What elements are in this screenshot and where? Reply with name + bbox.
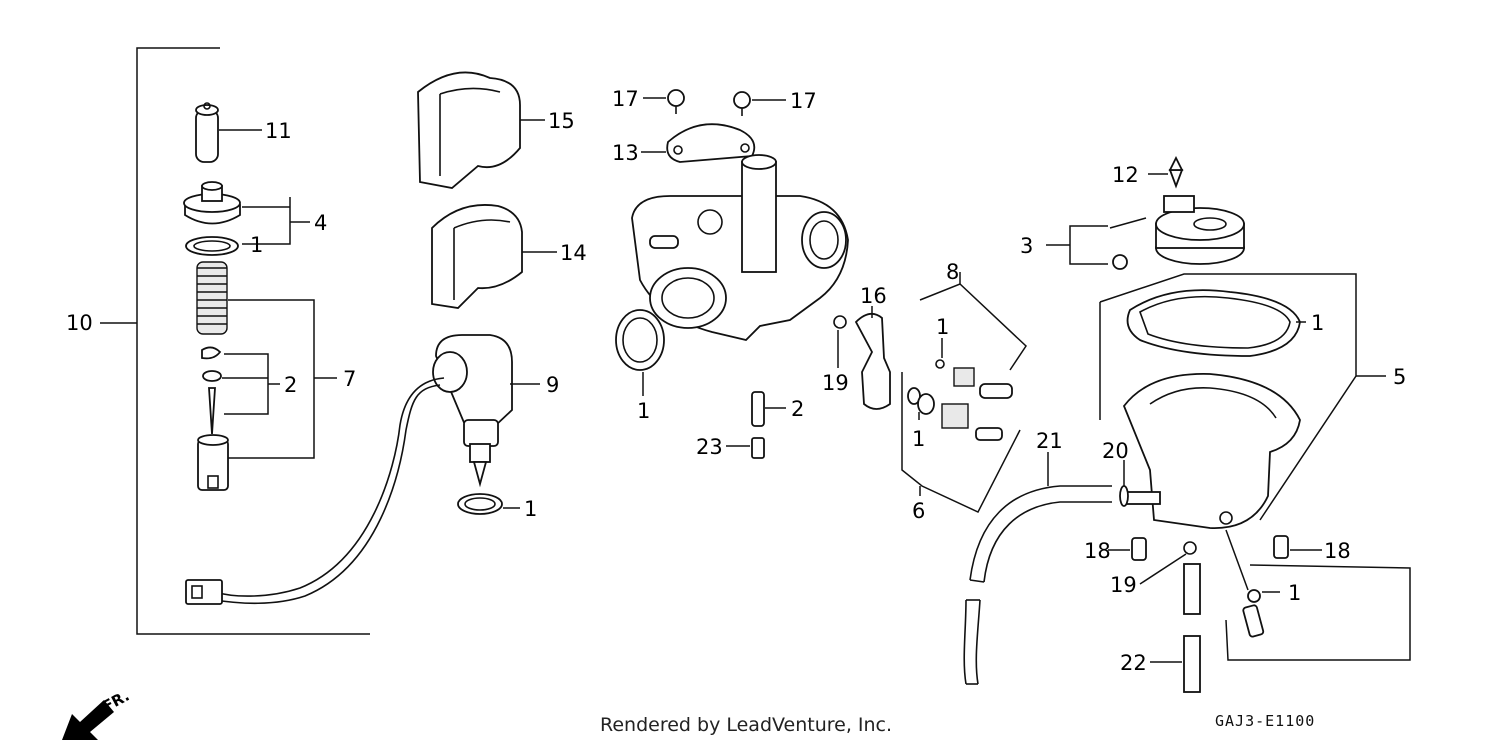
- callout-7: 7: [343, 367, 356, 391]
- part-19-clip-lower: [1139, 541, 1197, 585]
- callout-labels: 11 4 1 10 7 2 15 14 9 1 17 17 13 1 2 23 …: [66, 87, 1406, 675]
- front-direction-indicator: FR.: [62, 687, 132, 740]
- callout-18: 18: [1084, 539, 1111, 563]
- callout-19: 19: [1110, 573, 1137, 597]
- part-21-hose: [963, 452, 1112, 685]
- part-2-needle-set: [201, 346, 280, 435]
- callout-17: 17: [612, 87, 639, 111]
- group-8-screws: [919, 272, 1027, 399]
- part-18-screws: [1108, 535, 1322, 561]
- callout-5: 5: [1393, 365, 1406, 389]
- callout-1: 1: [524, 497, 537, 521]
- callout-14: 14: [560, 241, 587, 265]
- part-1-drain-screw: [1225, 529, 1280, 638]
- group-10-bracket: [100, 47, 370, 635]
- part-4-cap: [183, 181, 310, 245]
- callout-4: 4: [314, 211, 327, 235]
- rendered-by-credit: Rendered by LeadVenture, Inc.: [600, 714, 893, 736]
- part-1-oring-choke: [457, 493, 520, 515]
- part-7-throttle-valve: [197, 434, 229, 491]
- callout-11: 11: [265, 119, 292, 143]
- callout-2: 2: [284, 373, 297, 397]
- front-arrow-icon: [62, 700, 114, 740]
- callout-9: 9: [546, 373, 559, 397]
- callout-1: 1: [1311, 311, 1324, 335]
- part-14-cover: [431, 204, 557, 309]
- callout-3: 3: [1020, 234, 1033, 258]
- part-1-gasket-carb: [615, 309, 665, 396]
- part-19-clip-upper: [833, 315, 847, 368]
- callout-1: 1: [912, 427, 925, 451]
- callout-12: 12: [1112, 163, 1139, 187]
- part-22-tubes: [1150, 563, 1201, 693]
- carburetor-body: [631, 154, 849, 341]
- callout-16: 16: [860, 284, 887, 308]
- part-5-float-chamber: [1122, 373, 1301, 529]
- callout-21: 21: [1036, 429, 1063, 453]
- callout-18: 18: [1324, 539, 1351, 563]
- callout-1: 1: [1288, 581, 1301, 605]
- group-6-screws: [901, 372, 1021, 513]
- part-17-screws: [643, 89, 786, 116]
- part-13-plate: [641, 123, 756, 163]
- callout-10: 10: [66, 311, 93, 335]
- callout-13: 13: [612, 141, 639, 165]
- part-12-float-valve: [1148, 155, 1184, 189]
- callout-20: 20: [1102, 439, 1129, 463]
- part-23-jet: [726, 437, 765, 459]
- part-11-jet: [195, 102, 262, 163]
- callout-1: 1: [637, 399, 650, 423]
- part-1-oring-left: [185, 236, 239, 256]
- part-16-filter: [854, 306, 891, 410]
- callout-8: 8: [946, 260, 959, 284]
- callout-1: 1: [936, 315, 949, 339]
- callout-22: 22: [1120, 651, 1147, 675]
- part-15-cover: [417, 71, 545, 189]
- callout-6: 6: [912, 499, 925, 523]
- part-3-float: [1046, 195, 1245, 270]
- diagram-code: GAJ3-E1100: [1215, 712, 1316, 730]
- group-5-outline: [1099, 273, 1411, 661]
- part-2-jet-center: [751, 391, 786, 427]
- part-1-gasket-chamber: [1126, 289, 1306, 357]
- callout-19: 19: [822, 371, 849, 395]
- callout-23: 23: [696, 435, 723, 459]
- part-9-choke: [185, 334, 540, 605]
- part-20-fitting: [1119, 460, 1129, 507]
- callout-1: 1: [250, 233, 263, 257]
- part-7-spring: [196, 261, 337, 459]
- callout-17: 17: [790, 89, 817, 113]
- callout-2: 2: [791, 397, 804, 421]
- callout-15: 15: [548, 109, 575, 133]
